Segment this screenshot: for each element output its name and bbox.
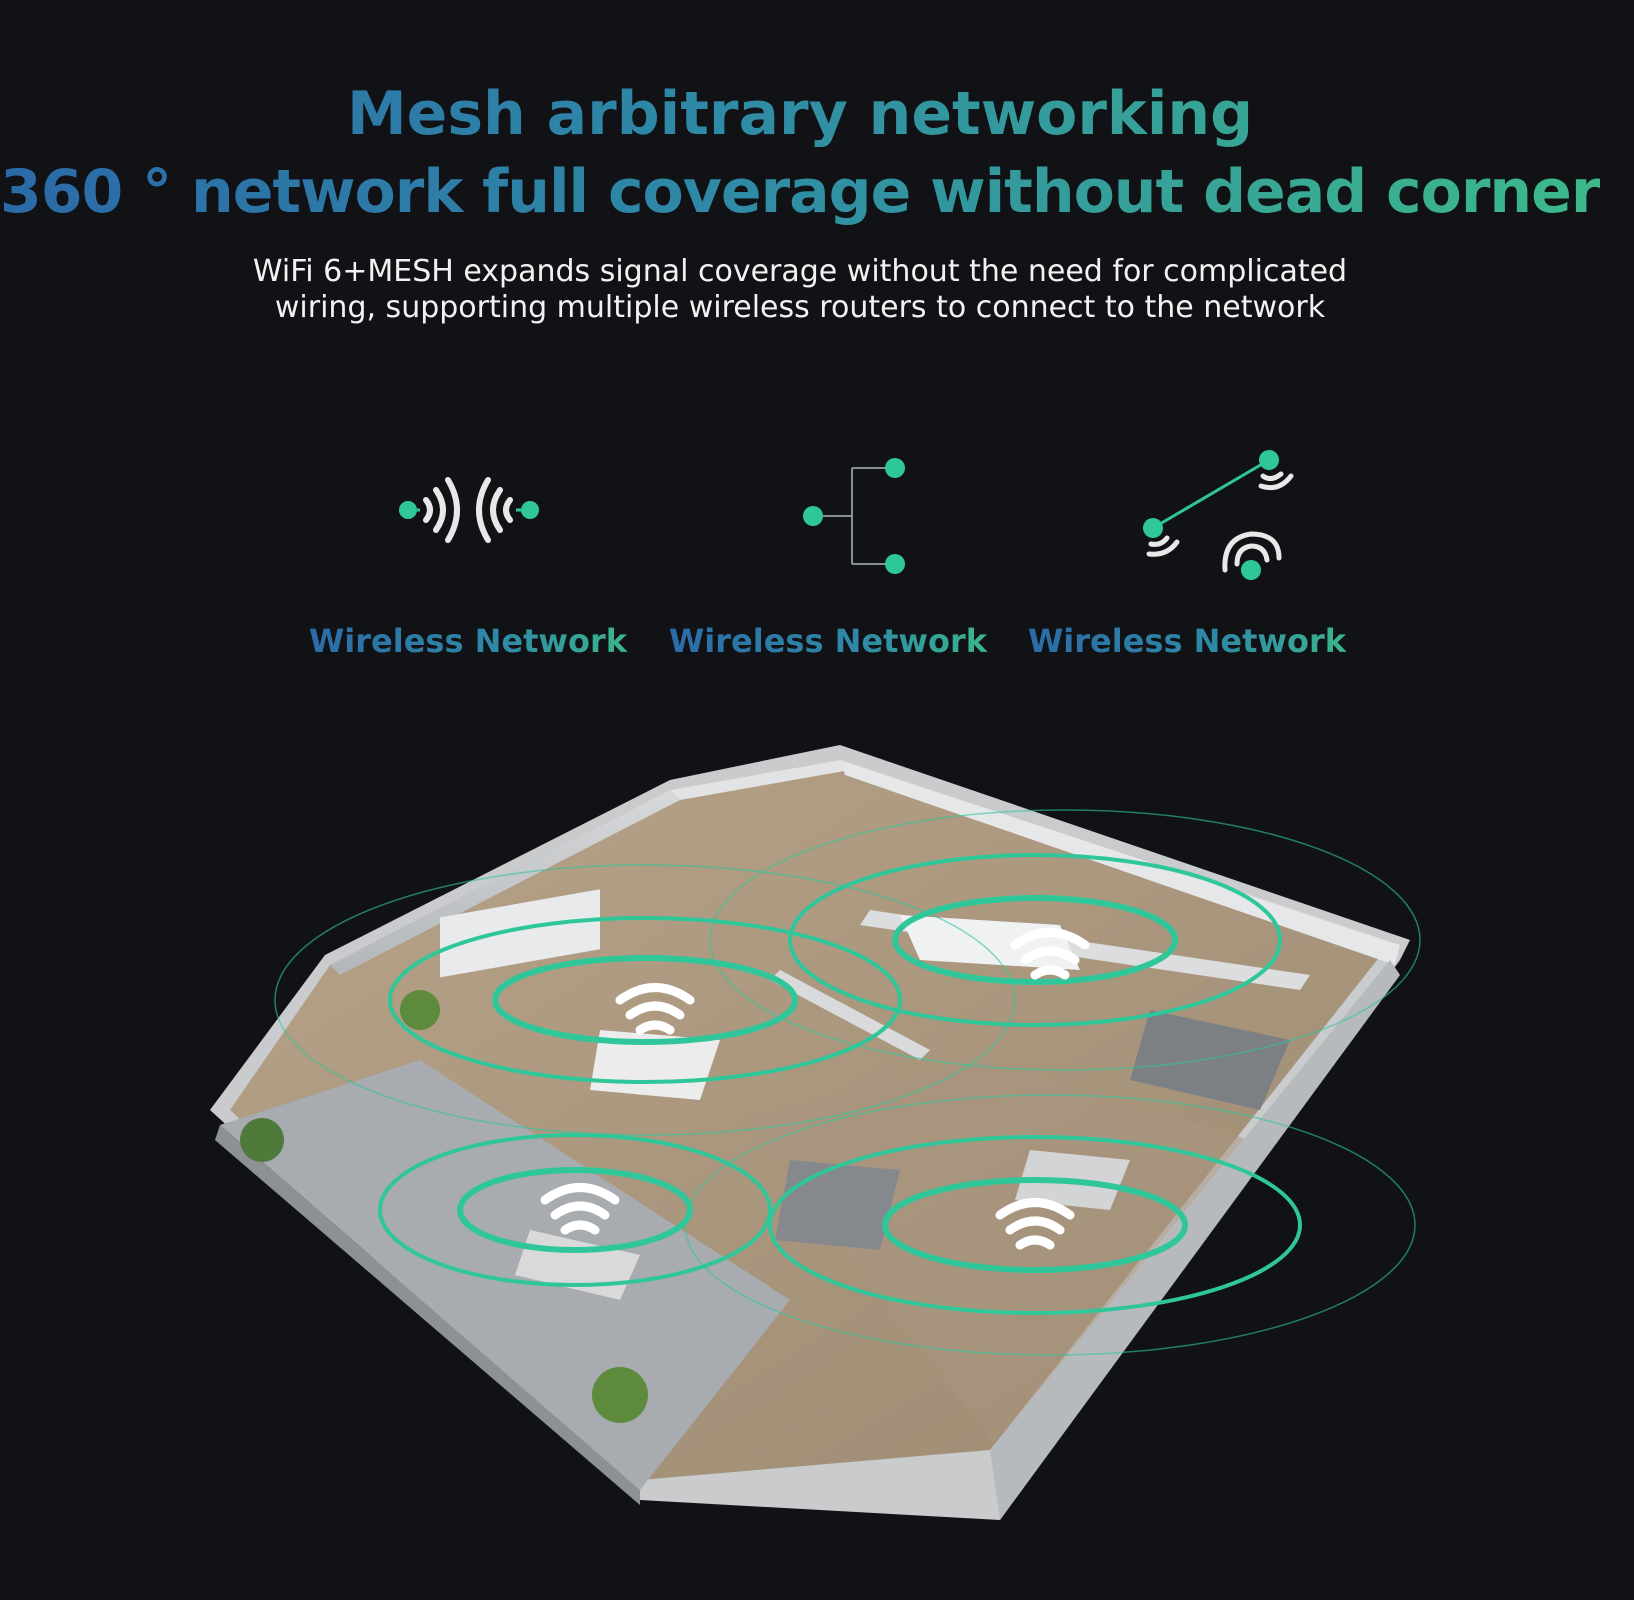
mesh-nodes-icon: [1143, 450, 1294, 580]
bed-second: [775, 1160, 900, 1250]
wifi-icon: [995, 1198, 1075, 1250]
headline-line-1: Mesh arbitrary networking: [0, 74, 1600, 154]
plant: [592, 1367, 648, 1423]
plant: [240, 1118, 284, 1162]
subtitle-line-2: wiring, supporting multiple wireless rou…: [274, 290, 1326, 325]
balcony-floor: [220, 1060, 790, 1490]
subtitle-line-1: WiFi 6+MESH expands signal coverage with…: [252, 254, 1348, 289]
wifi-icon: [615, 983, 695, 1035]
coverage-rings: [274, 809, 1421, 1356]
feature-wireless-network-2: Wireless Network: [658, 440, 998, 680]
wall-living-divider: [770, 970, 930, 1060]
wifi-icon: [540, 1183, 620, 1235]
subtitle: WiFi 6+MESH expands signal coverage with…: [200, 254, 1400, 326]
wall-back-left: [330, 790, 680, 975]
signal-exchange-icon: [399, 477, 539, 543]
wall-back-right: [840, 760, 1400, 965]
feature-wireless-network-1: Wireless Network: [298, 440, 638, 680]
wifi-icon: [1010, 928, 1090, 980]
feature-wireless-network-3: Wireless Network: [1017, 440, 1357, 680]
wall-back-mid: [670, 760, 850, 800]
bed-main: [1130, 1010, 1290, 1110]
kitchen-counter: [440, 889, 600, 978]
headline-line-2: 360 ° network full coverage without dead…: [0, 152, 1634, 232]
plant: [400, 990, 440, 1030]
feature-label: Wireless Network: [1017, 622, 1357, 660]
feature-label: Wireless Network: [658, 622, 998, 660]
branch-topology-icon: [803, 458, 905, 574]
promo-page: Mesh arbitrary networking 360 ° network …: [0, 74, 1634, 1520]
floor-plan-illustration: [210, 745, 1421, 1520]
feature-label: Wireless Network: [298, 622, 638, 660]
balcony-edge: [215, 1125, 640, 1505]
wall-front-right: [990, 960, 1400, 1520]
